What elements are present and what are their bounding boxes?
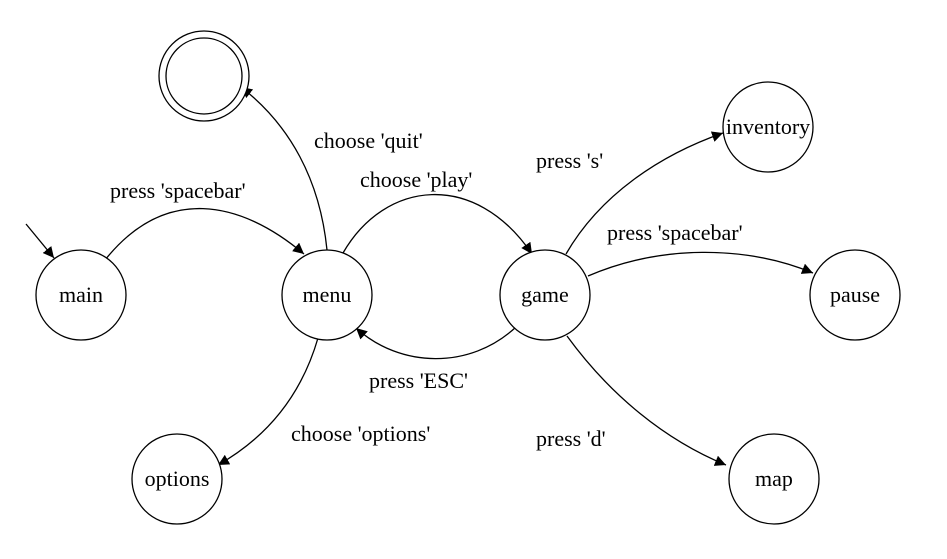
state-map: map (728, 433, 820, 525)
edge-game-to-menu (355, 326, 517, 360)
edge-game-to-map (566, 335, 727, 466)
edge-menu-to-options (217, 337, 319, 466)
state-main-label: main (59, 282, 103, 307)
state-final (158, 30, 250, 122)
edge-menu-to-game (342, 193, 533, 255)
edge-menu-to-final (240, 86, 328, 251)
state-options: options (131, 433, 223, 525)
state-menu-label: menu (303, 282, 352, 307)
state-pause-label: pause (830, 282, 880, 307)
label-game-to-inventory: press 's' (536, 148, 603, 173)
label-main-to-menu: press 'spacebar' (110, 178, 246, 203)
state-options-label: options (145, 466, 210, 491)
state-pause: pause (809, 249, 901, 341)
label-menu-to-final: choose 'quit' (314, 128, 423, 153)
label-menu-to-options: choose 'options' (291, 421, 430, 446)
state-menu: menu (281, 249, 373, 341)
label-game-to-pause: press 'spacebar' (607, 220, 743, 245)
label-game-to-menu: press 'ESC' (369, 368, 468, 393)
label-menu-to-game: choose 'play' (360, 167, 472, 192)
state-game-label: game (521, 282, 569, 307)
edge-main-to-menu (104, 207, 305, 261)
initial-transition-edge (25, 223, 55, 259)
state-inventory: inventory (722, 81, 814, 173)
label-game-to-map: press 'd' (536, 426, 606, 451)
edge-game-to-inventory (565, 131, 724, 255)
state-game: game (499, 249, 591, 341)
state-map-label: map (755, 466, 793, 491)
state-inventory-label: inventory (726, 114, 810, 139)
edge-game-to-pause (587, 251, 814, 277)
state-main: main (35, 249, 127, 341)
